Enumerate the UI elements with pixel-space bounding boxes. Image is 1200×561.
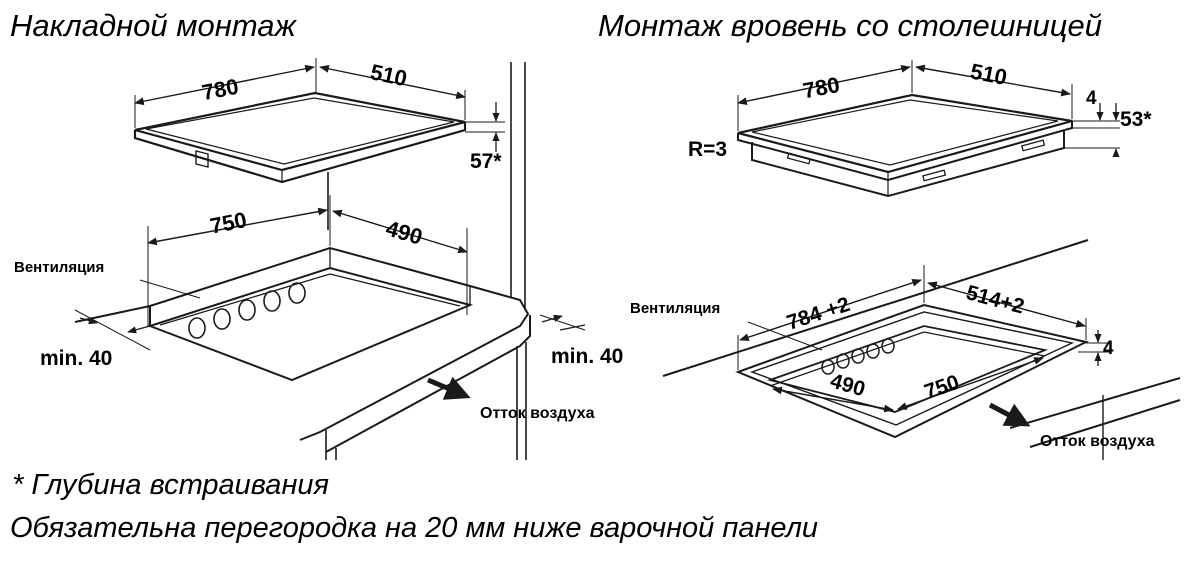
flush-outer-depth-label: 514+2 — [964, 281, 1027, 318]
surface-width-label: 780 — [200, 74, 241, 106]
partition-footnote: Обязательна перегородка на 20 мм ниже ва… — [10, 512, 818, 544]
depth-footnote: * Глубина встраивания — [12, 469, 329, 501]
flush-mount-heading: Монтаж вровень со столешницей — [598, 8, 1102, 43]
flush-countertop — [662, 239, 1181, 460]
surface-mount-heading: Накладной монтаж — [10, 8, 298, 43]
surface-cutout-width-label: 750 — [208, 207, 249, 239]
surface-countertop — [74, 62, 586, 460]
flush-hob-drawing — [737, 93, 1073, 198]
surface-ventilation-label: Вентиляция — [14, 259, 104, 276]
surface-hob-drawing — [133, 91, 467, 230]
flush-step-label: 4 — [1086, 88, 1097, 109]
surface-dimension-lines — [134, 58, 505, 327]
flush-air-outflow-label: Отток воздуха — [1040, 433, 1155, 450]
surface-min-left-label: min. 40 — [40, 347, 112, 370]
surface-depth-label: 510 — [368, 59, 409, 91]
surface-air-outflow-label: Отток воздуха — [480, 405, 595, 422]
flush-outer-width-label: 784 +2 — [784, 293, 853, 335]
flush-height-label: 53* — [1120, 108, 1152, 131]
flush-ventilation-label: Вентиляция — [630, 300, 720, 317]
flush-radius-label: R=3 — [688, 138, 727, 161]
flush-width-label: 780 — [801, 72, 842, 104]
flush-dimension-lines — [737, 60, 1120, 158]
flush-cutout-width-label: 750 — [922, 371, 963, 404]
flush-depth-label: 510 — [968, 58, 1009, 90]
flush-rebate-label: 4 — [1103, 338, 1114, 359]
surface-cutout-depth-label: 490 — [383, 216, 425, 250]
surface-height-label: 57* — [470, 150, 502, 173]
surface-min-right-label: min. 40 — [551, 345, 623, 368]
